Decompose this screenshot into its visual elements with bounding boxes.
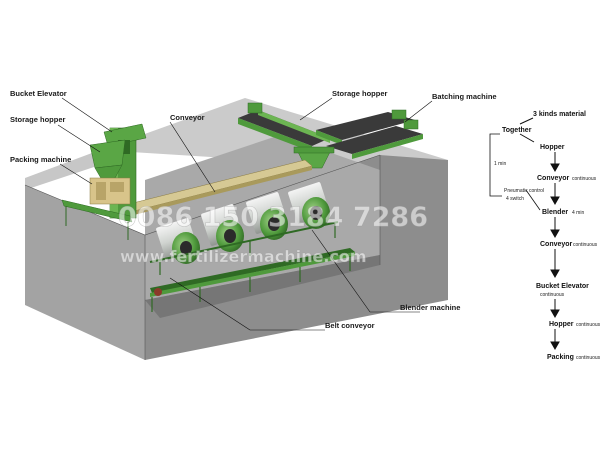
flow-packing: Packing [547,354,574,361]
label-belt-conveyor: Belt conveyor [325,321,375,330]
flow-one-min: 1 min [494,161,506,167]
flow-start: 3 kinds material [533,111,586,118]
label-bucket-elevator: Bucket Elevator [10,89,67,98]
storage-hopper-left [89,139,126,181]
flow-conveyor-2-note: continuous [573,242,598,248]
process-flowchart: 3 kinds material Together Hopper Conveyo… [489,111,600,361]
label-packing-machine: Packing machine [10,155,71,164]
blender-drums [149,182,339,275]
blender-drum [246,192,288,240]
label-blender-machine: Blender machine [400,303,460,312]
watermark-phone: 0086 150 3184 7286 [118,202,428,233]
flow-conveyor: Conveyor [537,175,570,182]
leader-lines [57,97,433,331]
pit-left-face [25,185,145,360]
flow-pneumatic: Pneumatic control [504,188,544,194]
flow-packing-note: continuous [576,355,600,361]
flow-hopper-2-note: continuous [576,322,600,328]
label-storage-hopper-left: Storage hopper [10,115,66,124]
flow-together: Together [502,127,532,134]
label-storage-hopper-top: Storage hopper [332,89,388,98]
packing-machine [61,177,133,240]
pit-inner-floor [145,255,380,318]
flow-blender: Blender [542,209,568,216]
flow-bucket-elevator-note: continuous [540,292,565,298]
label-conveyor: Conveyor [170,113,205,122]
flow-conveyor-note: continuous [572,176,597,182]
flow-blender-note: 4 min [572,210,584,216]
pit-top-left [25,150,100,190]
belt-conveyor [150,248,355,312]
flow-switch: 4 switch [506,196,524,202]
blender-drum [201,204,244,252]
blender-drum [288,182,330,229]
watermark-site: www.fertilizermachine.com [120,247,367,266]
label-batching-machine: Batching machine [432,92,497,101]
batching-system [238,102,423,169]
flow-hopper: Hopper [540,144,565,151]
flow-hopper-2: Hopper [549,321,574,328]
flow-bucket-elevator: Bucket Elevator [536,283,589,290]
flow-conveyor-2: Conveyor [540,241,573,248]
